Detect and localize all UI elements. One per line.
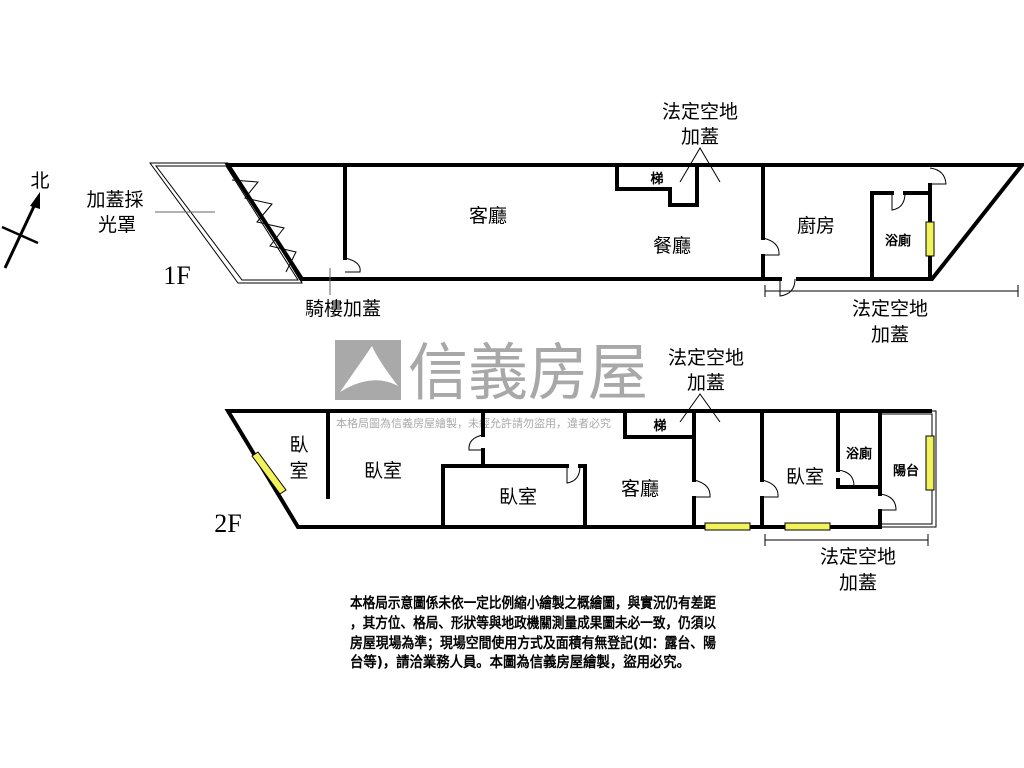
window — [925, 435, 935, 491]
disclaimer-line: ，其方位、格局、形狀等與地政機關測量成果圖未必一致，仍須以 — [350, 614, 716, 632]
disclaimer-line: 台等)，請洽業務人員。本圖為信義房屋繪製，盜用必究。 — [350, 653, 690, 671]
stair-zigzag — [231, 179, 297, 273]
room-bedroom-3: 臥室 — [499, 486, 537, 508]
room-bedroom-4: 臥室 — [786, 466, 824, 488]
floor-label: 1F — [163, 261, 190, 290]
annotation-skylight-2: 光罩 — [98, 214, 136, 236]
annotation-legal-space-bottom: 法定空地 — [852, 298, 928, 320]
room-bath: 浴廁 — [846, 446, 872, 462]
floor-1-plan: 客廳 餐廳 廚房 浴廁 梯 1F 加蓋採 光罩 騎樓加蓋 法定空地 加蓋 法定空… — [86, 101, 1024, 346]
room-living: 客廳 — [621, 478, 659, 500]
annotation-legal-space-bottom: 法定空地 — [820, 546, 896, 568]
north-arrow-icon: 北 — [1, 170, 50, 269]
watermark: 信義房屋 本格局圖為信義房屋繪製，未經允許請勿盜用，違者必究 — [335, 336, 648, 430]
window — [251, 451, 287, 495]
annotation-legal-space-bottom-2: 加蓋 — [839, 572, 877, 594]
room-bedroom-1: 臥 — [289, 434, 308, 456]
room-balcony: 陽台 — [893, 463, 919, 479]
skylight-outline — [149, 162, 303, 284]
room-dining: 餐廳 — [653, 235, 691, 257]
annotation-legal-space-top: 法定空地 — [662, 101, 738, 123]
room-bath: 浴廁 — [885, 233, 911, 249]
annotation-legal-space-top-2: 加蓋 — [687, 372, 725, 394]
annotation-skylight: 加蓋採 — [86, 189, 143, 211]
disclaimer-line: 房屋現場為準；現場空間使用方式及面積有無登記(如：露台、陽 — [350, 634, 716, 652]
room-stairs: 梯 — [653, 418, 666, 434]
room-kitchen: 廚房 — [797, 214, 835, 237]
annotation-arcade: 騎樓加蓋 — [305, 298, 381, 320]
room-stairs: 梯 — [650, 171, 663, 187]
annotation-legal-space-top: 法定空地 — [668, 347, 744, 369]
watermark-brand: 信義房屋 — [408, 336, 648, 409]
north-label: 北 — [30, 170, 49, 192]
floor-2-plan: 臥 室 臥室 臥室 客廳 臥室 浴廁 陽台 梯 2F 法定空地 加蓋 法定空地 … — [214, 347, 937, 594]
floor-label: 2F — [214, 509, 241, 538]
window — [784, 522, 831, 531]
room-bedroom-2: 臥室 — [364, 460, 402, 482]
annotation-legal-space-bottom-2: 加蓋 — [871, 324, 909, 346]
disclaimer-line: 本格局示意圖係未依一定比例縮小繪製之概繪圖，與實況仍有差距 — [350, 594, 716, 612]
room-bedroom-1b: 室 — [289, 460, 308, 482]
disclaimer: 本格局示意圖係未依一定比例縮小繪製之概繪圖，與實況仍有差距 ，其方位、格局、形狀… — [350, 594, 716, 671]
watermark-notice: 本格局圖為信義房屋繪製，未經允許請勿盜用，違者必究 — [336, 416, 611, 430]
window — [704, 522, 751, 531]
annotation-legal-space-top-2: 加蓋 — [681, 126, 719, 148]
window — [925, 221, 935, 257]
brand-logo — [335, 340, 401, 400]
room-living: 客廳 — [469, 205, 507, 227]
